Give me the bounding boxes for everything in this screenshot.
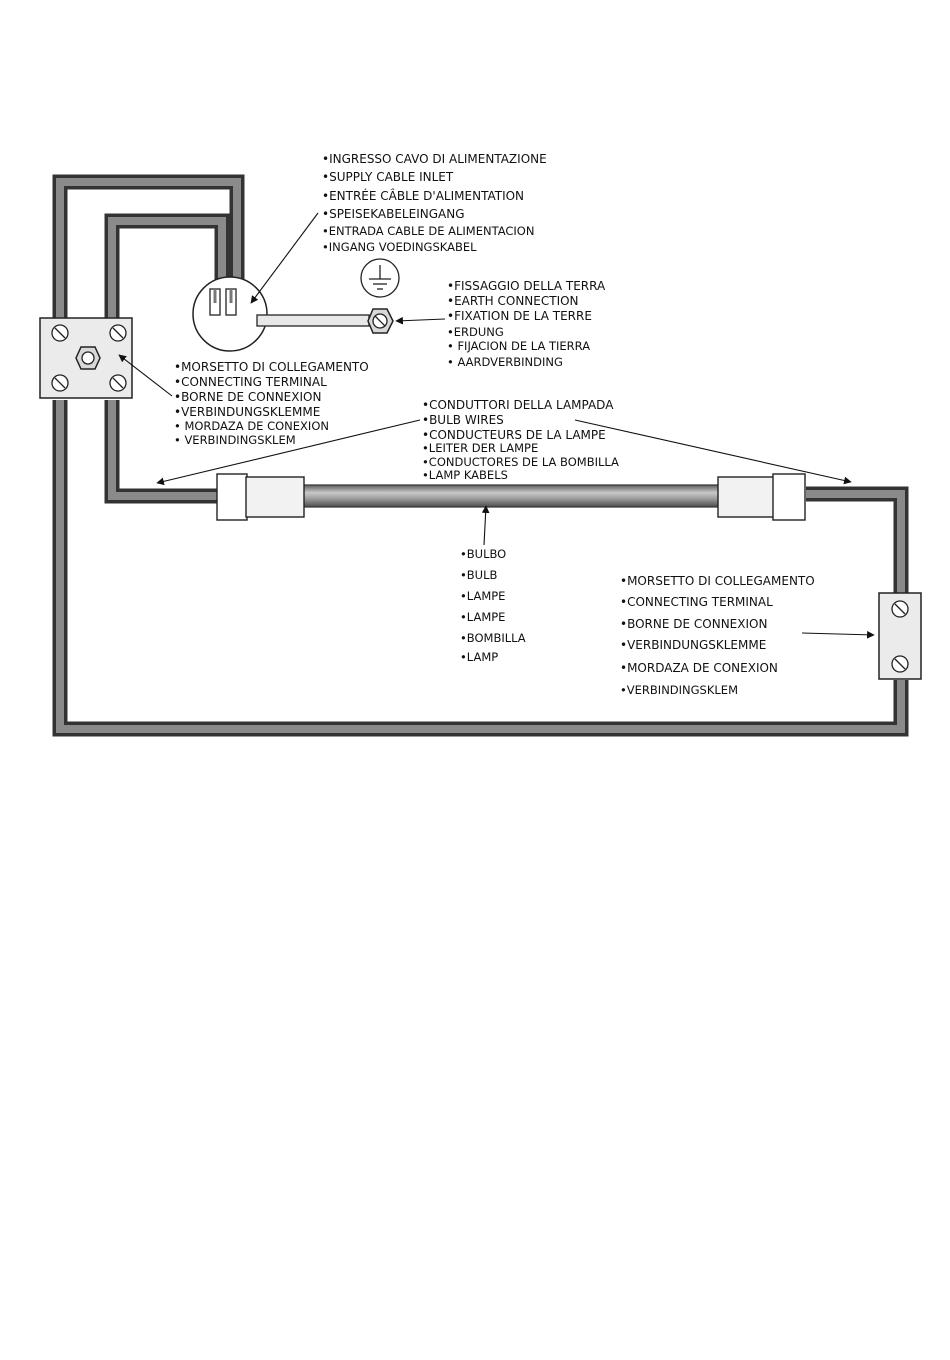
label-connecting-terminal-right: •MORSETTO DI COLLEGAMENTO •CONNECTING TE… bbox=[620, 574, 815, 697]
leader-arrows bbox=[118, 212, 875, 639]
label-line: •LAMPE bbox=[460, 589, 505, 603]
arrow-icon bbox=[574, 419, 852, 485]
label-line: •INGRESSO CAVO DI ALIMENTAZIONE bbox=[322, 152, 547, 166]
label-line: •ENTRADA CABLE DE ALIMENTACION bbox=[322, 224, 534, 238]
nut-icon bbox=[367, 308, 394, 334]
label-line: •ERDUNG bbox=[447, 325, 504, 339]
label-line: • MORDAZA DE CONEXION bbox=[174, 419, 329, 433]
label-line: • FIJACION DE LA TIERRA bbox=[447, 339, 590, 353]
screw-icon bbox=[891, 600, 909, 618]
label-line: • AARDVERBINDING bbox=[447, 355, 563, 369]
outer-wire bbox=[52, 174, 909, 737]
label-line: •VERBINDUNGSKLEMME bbox=[620, 638, 766, 652]
label-line: •ENTRÉE CÂBLE D'ALIMENTATION bbox=[322, 188, 524, 203]
label-earth-connection: •FISSAGGIO DELLA TERRA •EARTH CONNECTION… bbox=[447, 279, 606, 369]
label-connecting-terminal-left: •MORSETTO DI COLLEGAMENTO •CONNECTING TE… bbox=[174, 360, 369, 447]
label-line: •VERBINDINGSKLEM bbox=[620, 683, 738, 697]
arrow-icon bbox=[118, 354, 173, 397]
screw-icon bbox=[109, 374, 127, 392]
label-line: •CONDUCTEURS DE LA LAMPE bbox=[422, 428, 606, 442]
label-line: •BORNE DE CONNEXION bbox=[620, 617, 767, 631]
label-line: •MORSETTO DI COLLEGAMENTO bbox=[174, 360, 369, 374]
label-line: •BULB WIRES bbox=[422, 413, 504, 427]
inner-wire bbox=[104, 213, 230, 504]
label-line: •BORNE DE CONNEXION bbox=[174, 390, 321, 404]
screw-icon bbox=[891, 655, 909, 673]
arrow-icon bbox=[250, 212, 319, 304]
lamp-bulb bbox=[216, 473, 806, 521]
screw-icon bbox=[109, 324, 127, 342]
label-line: •LAMPE bbox=[460, 610, 505, 624]
label-supply-cable-inlet: •INGRESSO CAVO DI ALIMENTAZIONE •SUPPLY … bbox=[322, 152, 547, 254]
label-line: •FISSAGGIO DELLA TERRA bbox=[447, 279, 606, 293]
label-bulb-wires: •CONDUTTORI DELLA LAMPADA •BULB WIRES •C… bbox=[422, 398, 619, 482]
label-line: •BOMBILLA bbox=[460, 631, 526, 645]
label-line: •CONDUCTORES DE LA BOMBILLA bbox=[422, 455, 619, 469]
arrow-icon bbox=[481, 505, 490, 546]
label-line: •MORDAZA DE CONEXION bbox=[620, 661, 778, 675]
label-line: •VERBINDUNGSKLEMME bbox=[174, 405, 320, 419]
earth-connection bbox=[256, 258, 400, 334]
label-line: •EARTH CONNECTION bbox=[447, 294, 579, 308]
label-line: •FIXATION DE LA TERRE bbox=[447, 309, 592, 323]
label-line: •BULB bbox=[460, 568, 497, 582]
label-line: •SPEISEKABELEINGANG bbox=[322, 207, 465, 221]
arrow-icon bbox=[156, 419, 421, 486]
label-line: •LAMP bbox=[460, 650, 498, 664]
label-line: •BULBO bbox=[460, 547, 506, 561]
nut-icon bbox=[75, 346, 101, 370]
label-bulb: •BULBO •BULB •LAMPE •LAMPE •BOMBILLA •LA… bbox=[460, 547, 526, 664]
arrow-icon bbox=[801, 630, 875, 639]
label-line: •SUPPLY CABLE INLET bbox=[322, 170, 454, 184]
supply-cable-inlet bbox=[192, 276, 268, 352]
label-line: •CONNECTING TERMINAL bbox=[174, 375, 327, 389]
screw-icon bbox=[51, 374, 69, 392]
label-line: •LEITER DER LAMPE bbox=[422, 441, 538, 455]
label-line: • VERBINDINGSKLEM bbox=[174, 433, 296, 447]
earth-symbol-icon bbox=[360, 258, 400, 298]
label-line: •INGANG VOEDINGSKABEL bbox=[322, 240, 477, 254]
label-line: •LAMP KABELS bbox=[422, 468, 508, 482]
label-line: •CONDUTTORI DELLA LAMPADA bbox=[422, 398, 614, 412]
arrow-icon bbox=[395, 316, 446, 325]
label-line: •MORSETTO DI COLLEGAMENTO bbox=[620, 574, 815, 588]
connecting-terminal-left bbox=[39, 317, 133, 399]
label-line: •CONNECTING TERMINAL bbox=[620, 595, 773, 609]
connecting-terminal-right bbox=[878, 592, 922, 680]
screw-icon bbox=[51, 324, 69, 342]
